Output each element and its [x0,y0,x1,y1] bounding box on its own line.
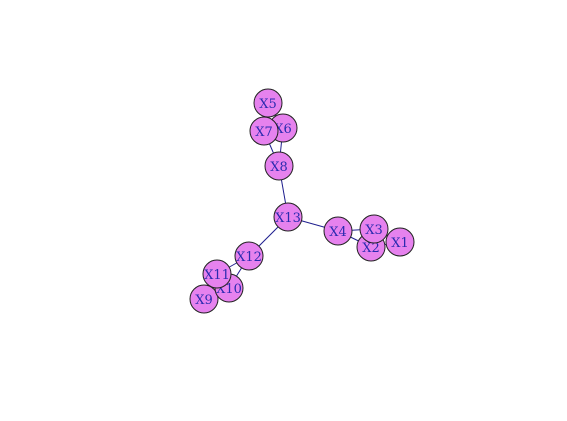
node-x1: X1 [385,227,415,257]
node-label: X6 [274,122,292,137]
node-x4: X4 [323,216,353,246]
node-circle [249,116,279,146]
node-label: X7 [255,125,273,140]
node-label: X2 [362,241,380,256]
node-x5: X5 [253,88,283,118]
node-x7: X7 [249,116,279,146]
node-x8: X8 [264,151,294,181]
node-label: X13 [275,211,301,226]
node-x12: X12 [234,241,264,271]
node-label: X3 [365,223,383,238]
node-x13: X13 [273,202,303,232]
node-x9: X9 [189,284,219,314]
node-circle [323,216,353,246]
node-x11: X11 [202,259,232,289]
node-label: X5 [259,97,277,112]
node-circle [359,214,389,244]
node-label: X4 [329,225,347,240]
node-label: X9 [195,293,213,308]
node-circle [273,202,303,232]
node-label: X8 [270,160,288,175]
node-circle [202,259,232,289]
node-circle [264,151,294,181]
node-circle [385,227,415,257]
edges-layer [203,102,401,300]
node-label: X11 [204,268,230,283]
node-label: X1 [391,236,409,251]
node-circle [234,241,264,271]
node-label: X12 [236,250,262,265]
node-circle [189,284,219,314]
node-x3: X3 [359,214,389,244]
node-circle [253,88,283,118]
